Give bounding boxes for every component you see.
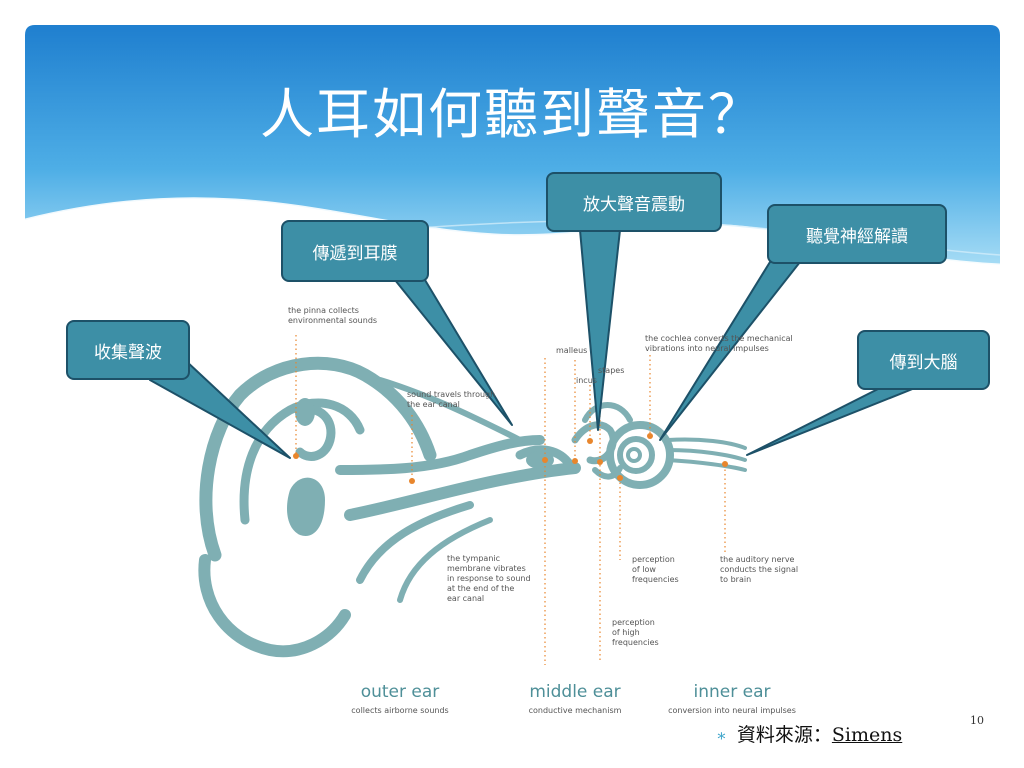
label-stapes: stapes bbox=[598, 366, 625, 375]
callout-nerve-decode: 聽覺神經解讀 bbox=[767, 204, 947, 264]
section-inner-ear-subtitle: conversion into neural impulses bbox=[668, 706, 796, 715]
page-number: 10 bbox=[970, 714, 984, 727]
label-malleus: malleus bbox=[556, 346, 588, 355]
callout-to-eardrum: 傳遞到耳膜 bbox=[281, 220, 429, 282]
ear-shapes bbox=[287, 398, 554, 536]
section-middle-ear-title: middle ear bbox=[529, 682, 621, 702]
source-citation: ∗ 資料來源：Simens bbox=[716, 720, 902, 747]
label-incus: incus bbox=[576, 376, 597, 385]
source-link[interactable]: Simens bbox=[831, 724, 903, 746]
callout-to-brain: 傳到大腦 bbox=[857, 330, 990, 390]
section-outer-ear-subtitle: collects airborne sounds bbox=[351, 706, 449, 715]
source-prefix: 資料來源： bbox=[736, 724, 832, 746]
callout-amplify: 放大聲音震動 bbox=[546, 172, 722, 232]
section-inner-ear-title: inner ear bbox=[693, 682, 771, 702]
callout-collect-sound: 收集聲波 bbox=[66, 320, 190, 380]
callout-tails bbox=[149, 229, 916, 459]
section-outer-ear-title: outer ear bbox=[360, 682, 440, 702]
leader-lines bbox=[295, 335, 726, 665]
section-middle-ear-subtitle: conductive mechanism bbox=[528, 706, 622, 715]
slide-title: 人耳如何聽到聲音？ bbox=[260, 83, 764, 146]
ear-illustration bbox=[198, 356, 747, 658]
marker-dots bbox=[293, 433, 728, 484]
bullet-icon: ∗ bbox=[716, 726, 727, 745]
